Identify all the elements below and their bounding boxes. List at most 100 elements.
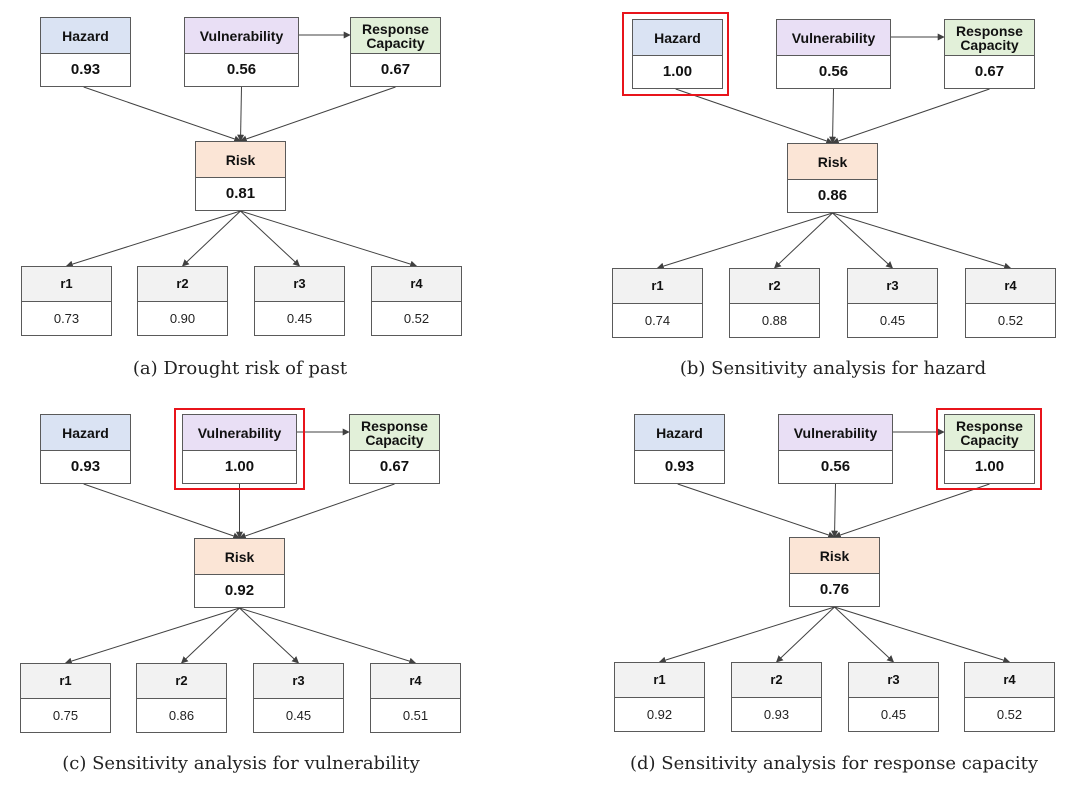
response-capacity-label: Response Capacity: [945, 415, 1034, 451]
response-capacity-value: 0.67: [379, 458, 410, 475]
r2-box: r2 0.90: [137, 266, 228, 336]
r4-box: r4 0.52: [964, 662, 1055, 732]
vulnerability-value: 0.56: [226, 61, 257, 78]
r2-value: 0.93: [763, 706, 790, 722]
r2-label: r2: [730, 269, 819, 304]
hazard-label: Hazard: [633, 20, 722, 56]
response-label-line1: Response: [361, 417, 428, 434]
r3-value: 0.45: [879, 312, 906, 328]
risk-value: 0.86: [817, 187, 848, 204]
hazard-box: Hazard 0.93: [634, 414, 725, 484]
r1-label: r1: [22, 267, 111, 302]
response-capacity-value: 0.67: [380, 61, 411, 78]
hazard-value: 0.93: [70, 458, 101, 475]
hazard-value: 0.93: [664, 458, 695, 475]
arrow-hazard-to-risk: [675, 88, 834, 145]
arrow-hazard-to-risk: [677, 483, 836, 539]
r2-label: r2: [137, 664, 226, 699]
arrow-risk-to-r4: [832, 212, 1012, 270]
arrow-risk-to-r3: [834, 606, 895, 663]
r1-value: 0.74: [644, 312, 671, 328]
r2-value: 0.90: [169, 310, 196, 326]
arrow-response-to-risk: [239, 86, 396, 143]
risk-box: Risk 0.81: [195, 141, 286, 211]
risk-box: Risk 0.92: [194, 538, 285, 608]
r1-box: r1 0.75: [20, 663, 111, 733]
response-capacity-label: Response Capacity: [945, 20, 1034, 56]
r1-box: r1 0.92: [614, 662, 705, 732]
response-capacity-box: Response Capacity 1.00: [944, 414, 1035, 484]
r2-value: 0.86: [168, 707, 195, 723]
arrow-vulnerability-to-risk: [237, 86, 245, 142]
hazard-box: Hazard 0.93: [40, 414, 131, 484]
r1-value: 0.75: [52, 707, 79, 723]
arrow-risk-to-r2: [773, 212, 833, 269]
arrow-risk-to-r4: [240, 210, 418, 268]
arrow-risk-to-r1: [65, 210, 241, 268]
arrow-risk-to-r3: [832, 212, 894, 269]
risk-label: Risk: [790, 538, 879, 574]
r1-label: r1: [613, 269, 702, 304]
vulnerability-box: Vulnerability 0.56: [778, 414, 893, 484]
r3-value: 0.45: [286, 310, 313, 326]
arrow-hazard-to-risk: [83, 483, 241, 540]
vulnerability-label: Vulnerability: [777, 20, 890, 56]
r4-box: r4 0.51: [370, 663, 461, 733]
r1-box: r1 0.73: [21, 266, 112, 336]
r4-label: r4: [372, 267, 461, 302]
arrow-response-to-risk: [238, 483, 395, 540]
r2-label: r2: [138, 267, 227, 302]
panel-caption: (d) Sensitivity analysis for response ca…: [629, 753, 1039, 774]
arrow-vulnerability-to-risk: [829, 88, 837, 144]
r3-label: r3: [254, 664, 343, 699]
hazard-box: Hazard 1.00: [632, 19, 723, 89]
r3-label: r3: [255, 267, 344, 302]
vulnerability-label: Vulnerability: [183, 415, 296, 451]
risk-label: Risk: [788, 144, 877, 180]
hazard-label: Hazard: [41, 415, 130, 451]
r3-label: r3: [849, 663, 938, 698]
vulnerability-value: 1.00: [224, 458, 255, 475]
highlight-frame: [174, 408, 305, 490]
r4-label: r4: [965, 663, 1054, 698]
risk-box: Risk 0.86: [787, 143, 878, 213]
risk-value: 0.92: [224, 582, 255, 599]
response-label-line1: Response: [956, 417, 1023, 434]
r3-box: r3 0.45: [848, 662, 939, 732]
r2-box: r2 0.86: [136, 663, 227, 733]
arrow-risk-to-r4: [834, 606, 1011, 664]
arrow-risk-to-r2: [181, 210, 241, 267]
connector-lines: [64, 428, 417, 665]
response-capacity-box: Response Capacity 0.67: [350, 17, 441, 87]
arrow-risk-to-r3: [239, 607, 300, 664]
arrow-response-to-risk: [831, 88, 990, 145]
r2-label: r2: [732, 663, 821, 698]
arrow-risk-to-r1: [656, 212, 833, 270]
vulnerability-label: Vulnerability: [779, 415, 892, 451]
r4-value: 0.51: [402, 707, 429, 723]
r2-value: 0.88: [761, 312, 788, 328]
vulnerability-box: Vulnerability 0.56: [184, 17, 299, 87]
r1-value: 0.92: [646, 706, 673, 722]
vulnerability-box: Vulnerability 1.00: [182, 414, 297, 484]
vulnerability-box: Vulnerability 0.56: [776, 19, 891, 89]
r1-box: r1 0.74: [612, 268, 703, 338]
connector-lines: [658, 428, 1011, 664]
arrow-risk-to-r4: [239, 607, 417, 665]
response-capacity-value: 0.67: [974, 63, 1005, 80]
response-capacity-box: Response Capacity 0.67: [944, 19, 1035, 89]
arrow-risk-to-r1: [64, 607, 240, 665]
connector-lines: [65, 31, 418, 268]
r4-box: r4 0.52: [965, 268, 1056, 338]
arrow-risk-to-r3: [240, 210, 301, 267]
r2-box: r2 0.88: [729, 268, 820, 338]
response-label-line1: Response: [956, 22, 1023, 39]
risk-label: Risk: [195, 539, 284, 575]
arrow-hazard-to-risk: [83, 86, 242, 143]
risk-box: Risk 0.76: [789, 537, 880, 607]
response-label-line2: Capacity: [366, 34, 425, 51]
r2-box: r2 0.93: [731, 662, 822, 732]
hazard-box: Hazard 0.93: [40, 17, 131, 87]
response-capacity-label: Response Capacity: [351, 18, 440, 54]
r1-label: r1: [615, 663, 704, 698]
